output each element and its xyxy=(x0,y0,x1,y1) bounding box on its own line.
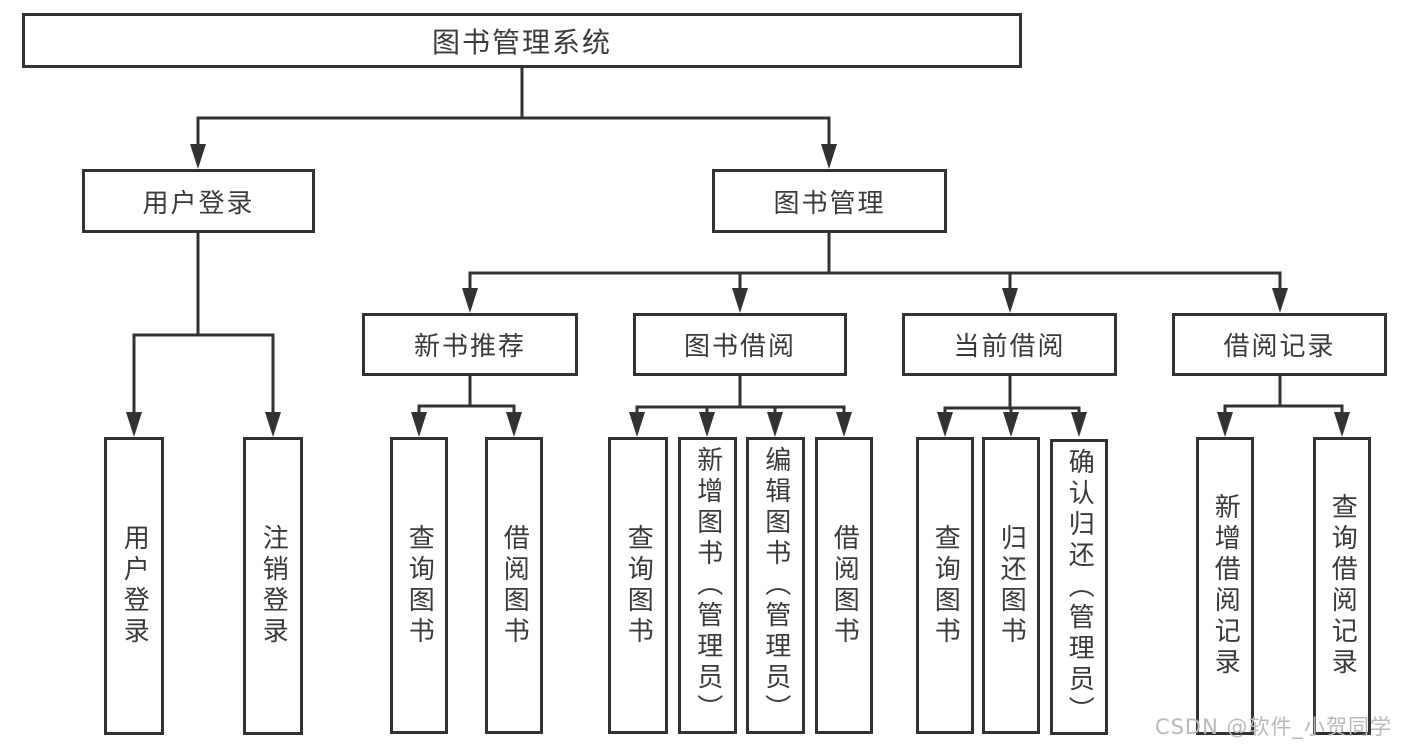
arrow-down-icon xyxy=(462,288,478,313)
arrow-down-icon xyxy=(506,412,522,437)
connector-book-borrow-leaves xyxy=(635,376,846,421)
node-book-borrow: 图书借阅 xyxy=(633,313,847,376)
leaf-label: 新增图书（管理员） xyxy=(692,446,723,725)
leaf-label: 注销登录 xyxy=(258,524,289,648)
node-label: 图书借阅 xyxy=(683,332,796,362)
leaf-edit-book-admin: 编辑图书（管理员） xyxy=(746,437,805,734)
leaf-query-books-borrow: 查询图书 xyxy=(608,437,668,734)
leaf-add-borrow-record: 新增借阅记录 xyxy=(1196,437,1254,735)
node-label: 借阅记录 xyxy=(1223,332,1336,362)
arrow-down-icon xyxy=(1217,412,1233,437)
leaf-query-books-current: 查询图书 xyxy=(916,437,974,734)
leaf-label: 用户登录 xyxy=(119,524,150,648)
arrow-down-icon xyxy=(937,412,953,437)
arrow-down-icon xyxy=(836,412,852,437)
arrow-down-icon xyxy=(767,412,783,437)
leaf-query-books-recommend: 查询图书 xyxy=(390,437,448,734)
arrow-down-icon xyxy=(126,412,142,437)
arrow-down-icon xyxy=(1272,288,1288,313)
leaf-borrow-books-recommend: 借阅图书 xyxy=(485,437,543,734)
arrow-down-icon xyxy=(1003,412,1019,437)
leaf-label: 查询图书 xyxy=(930,523,961,648)
arrow-down-icon xyxy=(821,144,837,169)
leaf-label: 查询借阅记录 xyxy=(1327,493,1358,679)
arrowheads xyxy=(126,144,1350,437)
csdn-watermark: CSDN @软件_小贺同学 xyxy=(1154,715,1392,739)
leaf-label: 查询图书 xyxy=(404,523,435,648)
leaf-label: 新增借阅记录 xyxy=(1210,493,1241,679)
leaf-user-login: 用户登录 xyxy=(104,437,164,735)
arrow-down-icon xyxy=(411,412,427,437)
node-label: 当前借阅 xyxy=(953,332,1066,362)
leaf-borrow-books: 借阅图书 xyxy=(815,437,873,734)
node-label: 图书管理 xyxy=(773,188,886,219)
leaf-add-book-admin: 新增图书（管理员） xyxy=(678,437,737,734)
arrow-down-icon xyxy=(1002,288,1018,313)
connector-new-book-leaves xyxy=(417,376,516,421)
arrow-down-icon xyxy=(190,144,206,169)
arrow-down-icon xyxy=(1071,412,1087,437)
connector-root-to-level2 xyxy=(196,68,831,152)
leaf-return-book: 归还图书 xyxy=(982,437,1040,734)
arrow-down-icon xyxy=(1334,412,1350,437)
arrow-down-icon xyxy=(699,412,715,437)
leaf-label: 编辑图书（管理员） xyxy=(760,446,791,725)
node-label: 图书管理系统 xyxy=(431,25,612,59)
node-borrow-records: 借阅记录 xyxy=(1172,313,1387,376)
leaf-label: 归还图书 xyxy=(996,523,1027,648)
leaf-label: 借阅图书 xyxy=(829,523,860,648)
connector-user-login-leaves xyxy=(132,233,275,421)
leaf-label: 借阅图书 xyxy=(499,523,530,648)
connector-borrow-records-leaves xyxy=(1223,376,1344,421)
leaf-label: 确认归还（管理员） xyxy=(1064,447,1095,727)
node-book-management-system: 图书管理系统 xyxy=(22,13,1022,68)
connector-book-mgmt-level3 xyxy=(468,233,1282,297)
leaf-query-borrow-record: 查询借阅记录 xyxy=(1313,437,1371,735)
arrow-down-icon xyxy=(629,412,645,437)
leaf-logout: 注销登录 xyxy=(243,437,303,735)
node-label: 新书推荐 xyxy=(413,332,526,362)
node-book-management: 图书管理 xyxy=(712,169,947,233)
node-user-login: 用户登录 xyxy=(82,169,315,233)
node-current-borrow: 当前借阅 xyxy=(902,313,1117,376)
leaf-confirm-return-admin: 确认归还（管理员） xyxy=(1050,439,1108,735)
leaf-label: 查询图书 xyxy=(623,523,654,648)
node-new-book-recommend: 新书推荐 xyxy=(362,313,578,376)
arrow-down-icon xyxy=(732,288,748,313)
arrow-down-icon xyxy=(265,412,281,437)
node-label: 用户登录 xyxy=(142,188,255,219)
